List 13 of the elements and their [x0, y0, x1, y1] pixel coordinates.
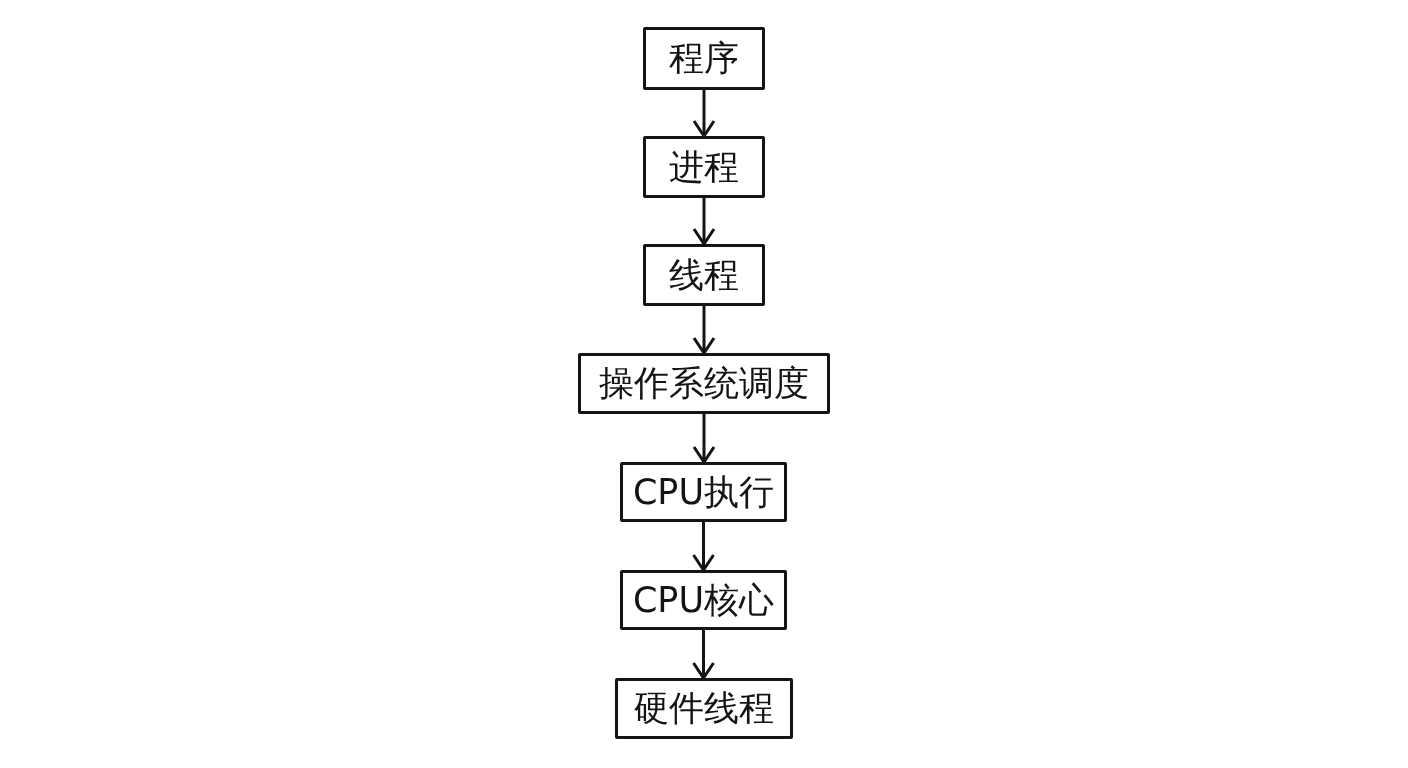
process-box: 操作系统调度 [578, 353, 830, 414]
process-box: 硬件线程 [615, 678, 793, 739]
process-box: 进程 [643, 136, 765, 198]
process-box: 线程 [643, 244, 765, 306]
process-box: 程序 [643, 27, 765, 90]
arrow [692, 198, 716, 246]
process-box: CPU核心 [620, 570, 787, 630]
arrow [692, 414, 716, 464]
arrow [692, 306, 716, 355]
arrow [692, 522, 715, 572]
arrow [692, 90, 716, 138]
process-box: CPU执行 [620, 462, 787, 522]
arrow [692, 630, 715, 680]
